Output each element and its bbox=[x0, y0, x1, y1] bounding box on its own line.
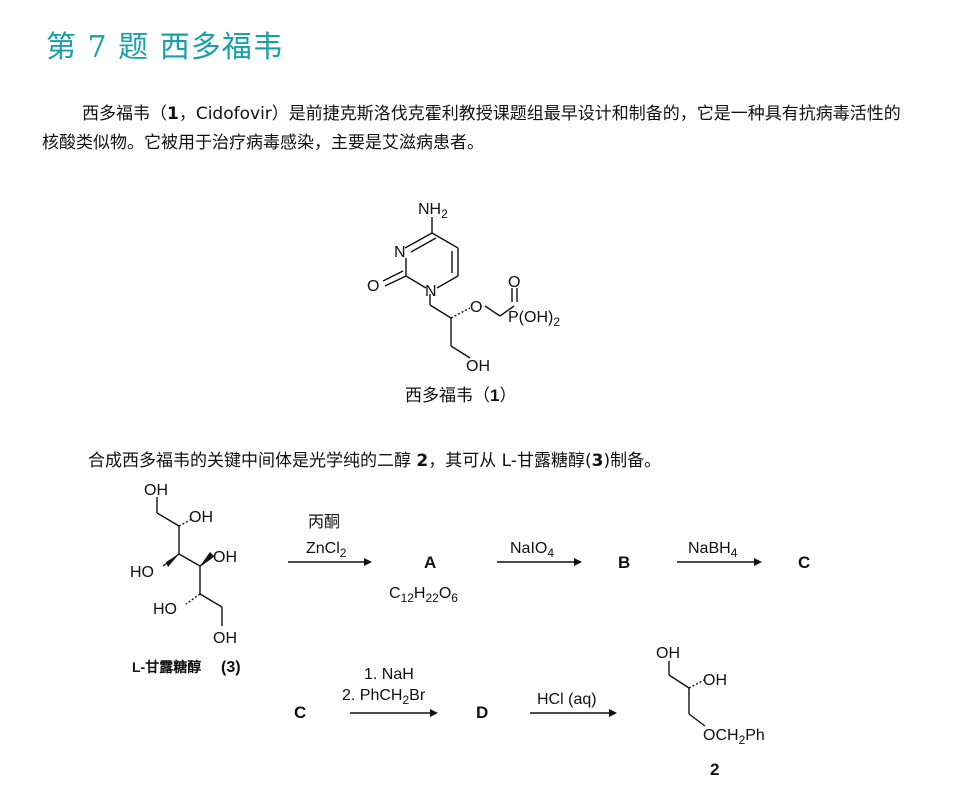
nah-reagent: 1. NaH bbox=[364, 666, 414, 683]
intro-text-rest: ，Cidofovir）是前捷克斯洛伐克霍利教授课题组最早设计和制备的，它是一种具… bbox=[42, 104, 901, 153]
svg-text:ZnCl2: ZnCl2 bbox=[306, 540, 347, 560]
synthesis-text-3: )制备。 bbox=[603, 451, 662, 471]
compound-d: D bbox=[476, 703, 488, 722]
phosphoryl-o-label: O bbox=[508, 274, 520, 291]
svg-text:OCH2Ph: OCH2Ph bbox=[703, 727, 765, 747]
mannitol-oh-4: OH bbox=[213, 549, 237, 566]
svg-text:NaBH4: NaBH4 bbox=[688, 540, 738, 560]
cidofovir-number: 1 bbox=[490, 386, 499, 405]
nh2-label: NH bbox=[418, 201, 441, 218]
compound-ref-2: 2 bbox=[416, 451, 429, 471]
formula-o-count: 6 bbox=[451, 591, 458, 605]
benzyl-bromide-subscript: 2 bbox=[402, 693, 409, 707]
zncl2-reagent: ZnCl bbox=[306, 540, 340, 557]
diol-oh-1: OH bbox=[656, 645, 680, 662]
mannitol-oh-1: OH bbox=[144, 482, 168, 499]
intro-paragraph: 西多福韦（1，Cidofovir）是前捷克斯洛伐克霍利教授课题组最早设计和制备的… bbox=[42, 100, 914, 158]
ether-o-label: O bbox=[470, 299, 482, 316]
zncl2-subscript: 2 bbox=[340, 546, 347, 560]
ring-n-label: N bbox=[394, 244, 406, 261]
synthesis-text: 合成西多福韦的关键中间体是光学纯的二醇 bbox=[88, 451, 417, 471]
page-title: 第 7 题 西多福韦 bbox=[46, 30, 284, 65]
compound-c-start: C bbox=[294, 703, 306, 722]
synthesis-text-2: ，其可从 L-甘露糖醇( bbox=[428, 451, 592, 471]
formula-o: O bbox=[439, 585, 451, 602]
compound-2-label: 2 bbox=[710, 760, 719, 779]
formula-c-count: 12 bbox=[401, 591, 415, 605]
formula-h: H bbox=[414, 585, 426, 602]
svg-text:NH2: NH2 bbox=[418, 201, 448, 221]
mannitol-oh-2: OH bbox=[189, 509, 213, 526]
mannitol-oh-6: OH bbox=[213, 630, 237, 647]
ring-n1-label: N bbox=[425, 283, 437, 300]
compound-ref-1: 1 bbox=[167, 104, 179, 124]
cidofovir-caption: 西多福韦（ bbox=[405, 386, 490, 405]
nabh4-subscript: 4 bbox=[731, 546, 738, 560]
nabh4-reagent: NaBH bbox=[688, 540, 731, 557]
benzyloxy-subscript: 2 bbox=[739, 733, 746, 747]
naio4-reagent: NaIO bbox=[510, 540, 547, 557]
intro-text: 西多福韦（ bbox=[82, 104, 167, 124]
nh2-subscript: 2 bbox=[441, 207, 448, 221]
naio4-subscript: 4 bbox=[547, 546, 554, 560]
formula-c: C bbox=[389, 585, 401, 602]
benzyloxy-label: OCH bbox=[703, 727, 739, 744]
mannitol-ho-3: HO bbox=[130, 564, 154, 581]
benzyl-bromide-reagent: 2. PhCH bbox=[342, 687, 402, 704]
compound-c: C bbox=[798, 553, 810, 572]
mannitol-ho-5: HO bbox=[153, 601, 177, 618]
compound-b: B bbox=[618, 553, 630, 572]
mannitol-name: L-甘露糖醇 bbox=[132, 659, 201, 675]
synthesis-intro: 合成西多福韦的关键中间体是光学纯的二醇 2，其可从 L-甘露糖醇(3)制备。 bbox=[88, 446, 661, 471]
phosphonate-label: P(OH) bbox=[508, 309, 553, 326]
acetone-reagent: 丙酮 bbox=[308, 514, 340, 531]
mannitol-number: (3) bbox=[221, 659, 241, 676]
svg-text:2. PhCH2Br: 2. PhCH2Br bbox=[342, 687, 426, 707]
hydroxyl-label: OH bbox=[466, 358, 490, 375]
benzyl-bromide-br: Br bbox=[409, 687, 426, 704]
compound-ref-3: 3 bbox=[591, 451, 604, 471]
svg-text:西多福韦（1）: 西多福韦（1） bbox=[405, 386, 516, 405]
hcl-reagent: HCl (aq) bbox=[537, 691, 597, 708]
phosphonate-subscript: 2 bbox=[553, 315, 560, 329]
diol-oh-2: OH bbox=[703, 672, 727, 689]
carbonyl-o-label: O bbox=[367, 278, 379, 295]
formula-h-count: 22 bbox=[425, 591, 439, 605]
svg-text:NaIO4: NaIO4 bbox=[510, 540, 554, 560]
cidofovir-caption-close: ） bbox=[499, 386, 516, 405]
svg-text:C12H22O6: C12H22O6 bbox=[389, 585, 458, 605]
benzyloxy-ph: Ph bbox=[745, 727, 765, 744]
compound-a: A bbox=[424, 553, 436, 572]
svg-text:P(OH)2: P(OH)2 bbox=[508, 309, 560, 329]
